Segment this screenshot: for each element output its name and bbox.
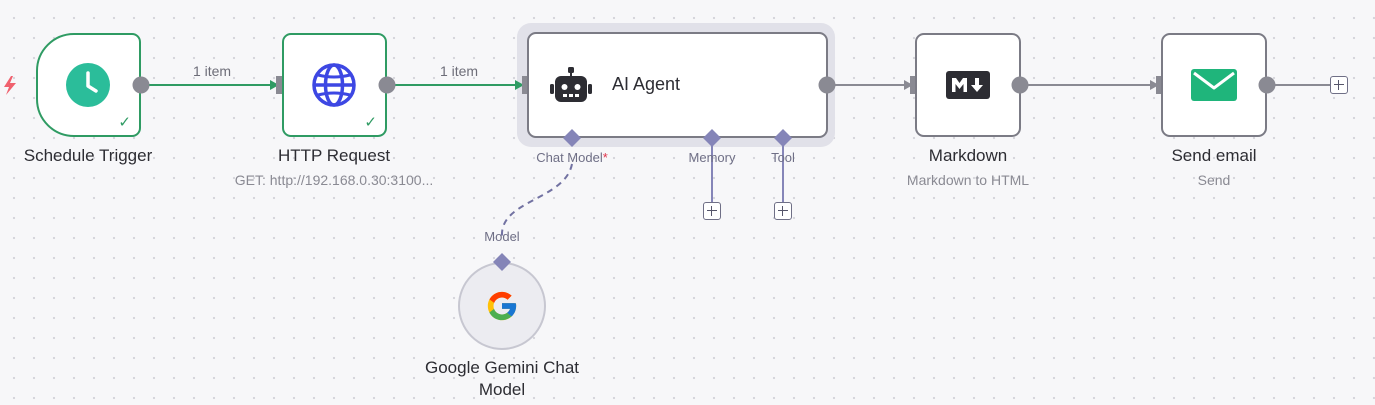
email-input-handle[interactable] (1156, 76, 1165, 94)
ai-agent-title: AI Agent (612, 74, 681, 94)
edge-label-trigger-to-http: 1 item (192, 63, 232, 79)
gemini-model-connector-label: Model (484, 229, 520, 244)
edge-gemini-to-chat-model[interactable] (500, 163, 573, 237)
send-email-node[interactable] (1161, 33, 1267, 137)
globe-icon (312, 63, 356, 107)
required-mark: * (602, 150, 608, 165)
robot-icon (550, 67, 592, 102)
clock-icon (66, 63, 110, 107)
google-icon (487, 291, 517, 321)
http-input-handle[interactable] (276, 76, 285, 94)
schedule-trigger-node[interactable]: ✓ (36, 33, 141, 137)
markdown-icon (946, 71, 990, 99)
email-output-handle[interactable] (1258, 76, 1276, 94)
memory-connector[interactable] (702, 128, 722, 148)
edge-arrowhead (1150, 80, 1159, 90)
add-next-node-button[interactable] (1330, 76, 1348, 94)
agent-input-handle[interactable] (522, 76, 531, 94)
tool-label: Tool (771, 150, 795, 165)
markdown-title: Markdown (928, 146, 1008, 165)
success-check-icon: ✓ (118, 113, 131, 131)
gemini-chat-model-node[interactable] (458, 262, 546, 350)
http-request-title: HTTP Request (277, 146, 391, 165)
gemini-chat-model-title: Google Gemini Chat Model (424, 358, 580, 399)
add-memory-button[interactable] (703, 202, 721, 220)
gemini-model-connector[interactable] (492, 252, 512, 272)
ai-agent-node[interactable] (527, 32, 828, 138)
send-email-title: Send email (1171, 146, 1257, 165)
markdown-node[interactable] (915, 33, 1021, 137)
memory-label: Memory (688, 150, 736, 165)
send-email-subtitle: Send (1197, 172, 1231, 188)
http-request-node[interactable]: ✓ (282, 33, 387, 137)
edge-arrowhead (270, 80, 279, 90)
trigger-output-handle[interactable] (132, 76, 150, 94)
http-request-subtitle: GET: http://192.168.0.30:3100... (234, 172, 434, 188)
http-output-handle[interactable] (378, 76, 396, 94)
chat-model-label: Chat Model* (536, 150, 608, 165)
success-check-icon: ✓ (364, 113, 377, 131)
trigger-bolt-icon (4, 76, 16, 95)
markdown-input-handle[interactable] (910, 76, 919, 94)
edge-arrowhead (515, 80, 524, 90)
envelope-icon (1191, 69, 1237, 101)
edge-arrowhead (904, 80, 913, 90)
schedule-trigger-title: Schedule Trigger (23, 146, 153, 165)
edge-label-http-to-agent: 1 item (439, 63, 479, 79)
tool-connector[interactable] (773, 128, 793, 148)
add-tool-button[interactable] (774, 202, 792, 220)
markdown-output-handle[interactable] (1011, 76, 1029, 94)
markdown-subtitle: Markdown to HTML (906, 172, 1030, 188)
agent-output-handle[interactable] (818, 76, 836, 94)
chat-model-connector[interactable] (562, 128, 582, 148)
